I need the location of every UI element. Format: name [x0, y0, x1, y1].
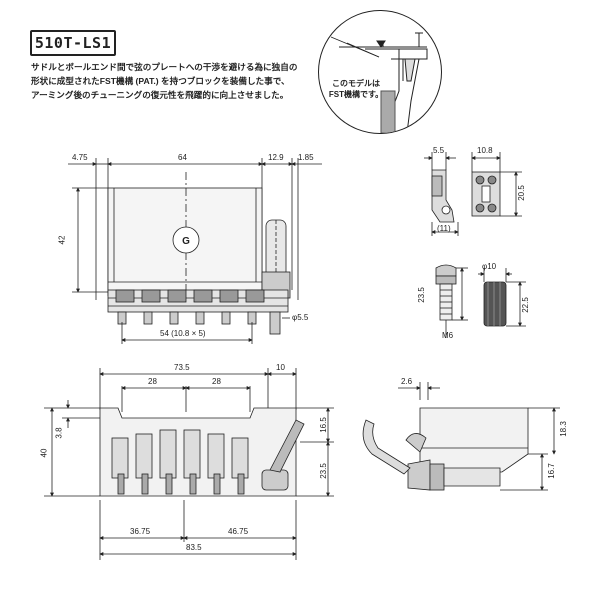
- fst-detail-inset: このモデルは FST機構です。: [318, 10, 442, 134]
- dim-label: 36.75: [130, 527, 151, 536]
- dim-label: 12.9: [268, 153, 284, 162]
- model-title-box: 510T-LS1: [30, 30, 116, 56]
- parts-views: [435, 264, 526, 338]
- description-line: 形状に成型されたFST機構 (PAT.) を持つブロックを装備した事で、: [31, 76, 290, 86]
- description-text: サドルとボールエンド間で弦のプレートへの干渉を避ける為に独自の 形状に成型された…: [31, 60, 321, 102]
- dim-label: 10.8: [477, 146, 493, 155]
- dim-label: 54 (10.8 × 5): [160, 329, 206, 338]
- dim-label: M6: [442, 331, 454, 340]
- bottom-view: [44, 368, 334, 560]
- dim-label: 73.5: [174, 363, 190, 372]
- dim-label: (11): [437, 224, 451, 233]
- dim-label: 23.5: [318, 463, 328, 479]
- dim-label: 20.5: [516, 185, 526, 201]
- dim-label: 42: [57, 235, 67, 245]
- dim-label: 5.5: [433, 146, 445, 155]
- dim-label: 4.75: [72, 153, 88, 162]
- model-title: 510T-LS1: [34, 34, 112, 52]
- side-view: [362, 382, 560, 491]
- dim-label: φ10: [482, 262, 497, 271]
- svg-text:G: G: [182, 236, 190, 247]
- dim-label: 40: [39, 448, 49, 458]
- saddle-views: [424, 152, 522, 236]
- dim-label: 16.7: [546, 463, 556, 479]
- dim-label: 28: [148, 377, 157, 386]
- dim-label: 22.5: [520, 297, 530, 313]
- description-line: アーミング後のチューニングの復元性を飛躍的に向上させました。: [31, 90, 289, 100]
- inset-note-line: FST機構です。: [328, 90, 384, 99]
- dim-label: 1.85: [298, 153, 314, 162]
- dim-label: 2.6: [401, 377, 413, 386]
- dim-label: 28: [212, 377, 221, 386]
- inset-note: このモデルは FST機構です。: [319, 78, 393, 100]
- top-view: G: [68, 158, 322, 344]
- dim-label: 46.75: [228, 527, 249, 536]
- inset-note-line: このモデルは: [332, 79, 380, 88]
- dim-label: 64: [178, 153, 187, 162]
- dim-label: 18.3: [558, 421, 568, 437]
- dim-label: 16.5: [318, 417, 328, 433]
- dim-label: 3.8: [54, 427, 64, 439]
- dim-label: 23.5: [416, 287, 426, 303]
- dim-label: 10: [276, 363, 285, 372]
- description-line: サドルとボールエンド間で弦のプレートへの干渉を避ける為に独自の: [31, 62, 298, 72]
- dim-label: φ5.5: [292, 313, 309, 322]
- dim-label: 83.5: [186, 543, 202, 552]
- fst-detail-drawing: [330, 32, 428, 133]
